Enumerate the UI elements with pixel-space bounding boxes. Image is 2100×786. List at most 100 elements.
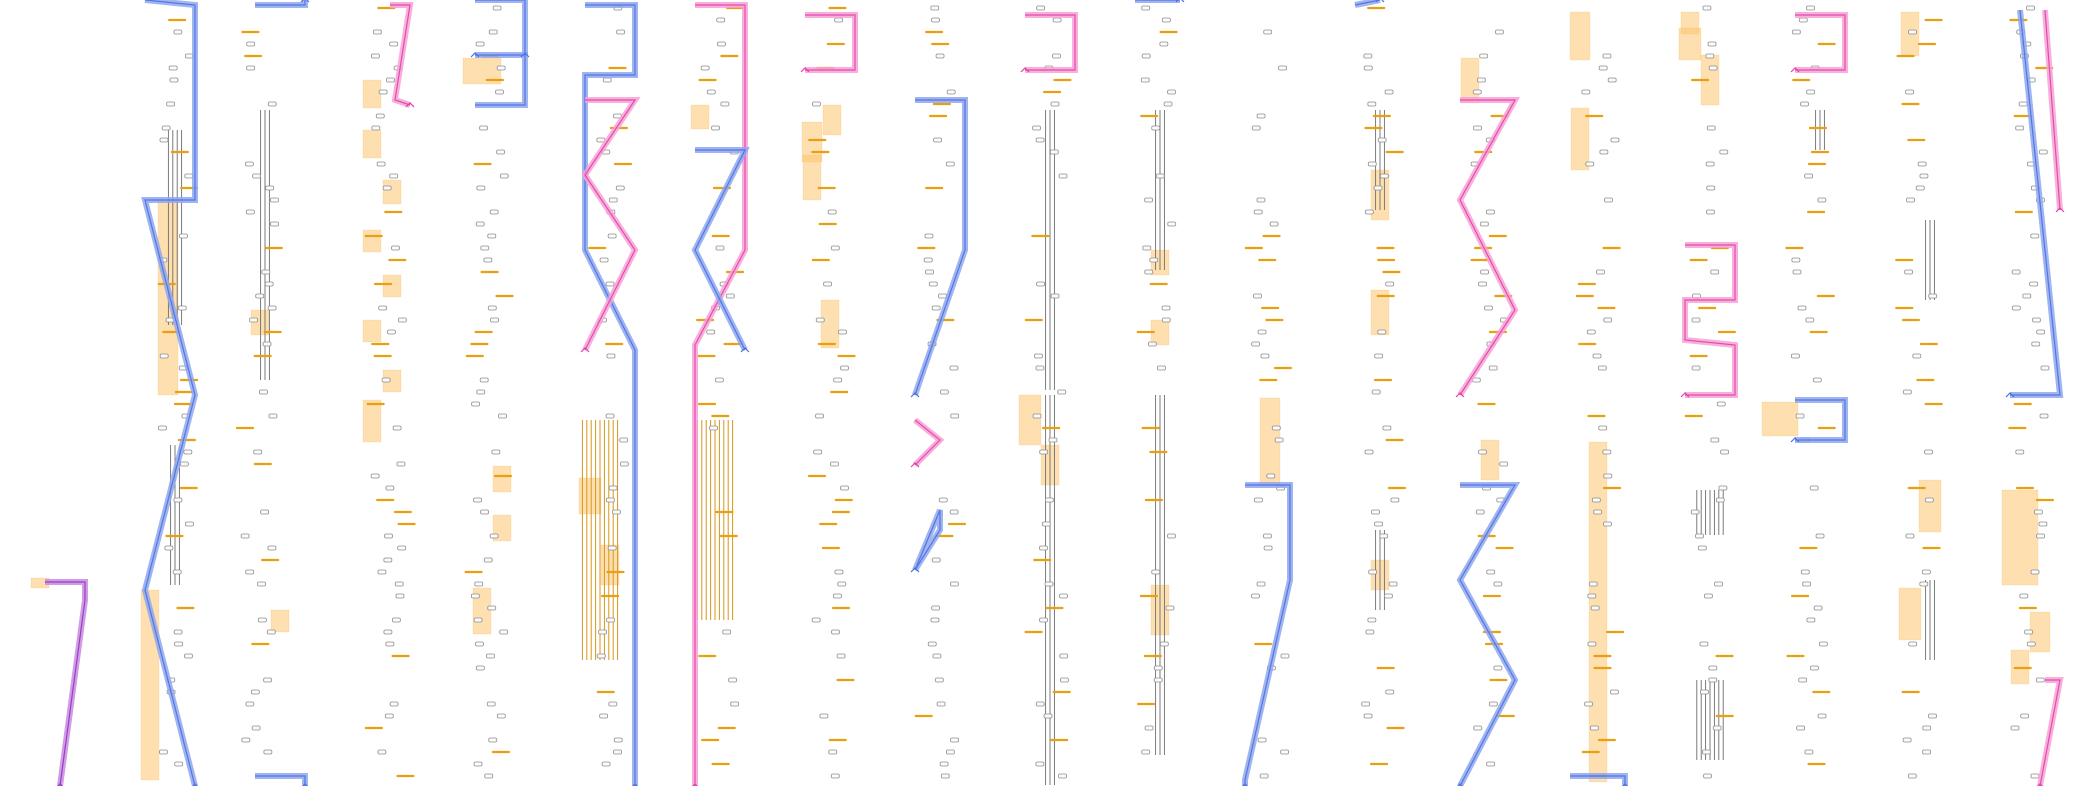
marker-pill [840, 365, 849, 371]
marker-pill [174, 641, 183, 647]
marker-pill [159, 137, 169, 143]
marker-pill [1924, 497, 1934, 503]
marker-pill [830, 245, 840, 251]
marker-pill [720, 101, 730, 107]
route-blue-core [1459, 484, 1517, 786]
marker-pill [499, 629, 509, 635]
marker-pill [270, 197, 279, 203]
marker-pill [1035, 137, 1045, 143]
marker-pill [1059, 593, 1068, 599]
marker-pill [599, 713, 609, 719]
marker-pill [2026, 5, 2035, 11]
marker-pill [1486, 761, 1495, 767]
route-blue-core [1795, 399, 1846, 441]
highlight-block [362, 79, 382, 109]
marker-pill [486, 653, 495, 659]
marker-pill [1149, 257, 1159, 263]
marker-pill [1257, 329, 1267, 335]
marker-pill [613, 737, 623, 743]
marker-pill [1792, 269, 1802, 275]
marker-pill [715, 245, 725, 251]
marker-pill [607, 545, 617, 551]
marker-pill [245, 209, 255, 215]
route-end-caret [632, 783, 638, 786]
marker-pill [253, 449, 263, 455]
marker-pill [1058, 173, 1068, 179]
marker-pill [601, 761, 611, 767]
marker-pill [1144, 197, 1154, 203]
marker-pill [605, 497, 615, 503]
marker-pill [383, 629, 393, 635]
marker-pill [1363, 53, 1373, 59]
marker-pill [931, 305, 941, 311]
marker-layer [157, 5, 2054, 779]
marker-pill [946, 89, 956, 95]
marker-pill [2018, 101, 2028, 107]
marker-pill [387, 329, 396, 335]
marker-pill [1806, 5, 1815, 11]
marker-pill [479, 377, 489, 383]
marker-pill [486, 701, 496, 707]
highlight-block [822, 104, 842, 136]
marker-pill [1697, 545, 1707, 551]
route-end-caret [405, 102, 415, 108]
marker-pill [833, 377, 843, 383]
marker-pill [251, 725, 261, 731]
marker-pill [706, 89, 716, 95]
marker-pill [1147, 341, 1157, 347]
marker-pill [172, 569, 182, 575]
marker-pill [382, 185, 392, 191]
marker-pill [492, 5, 502, 11]
marker-pill [950, 737, 959, 743]
marker-pill [383, 557, 393, 563]
marker-pill [174, 761, 184, 767]
marker-pill [489, 533, 499, 539]
marker-pill [1602, 449, 1612, 455]
marker-pill [1919, 173, 1929, 179]
marker-pill [381, 377, 391, 383]
marker-pill [1256, 113, 1266, 119]
marker-pill [496, 149, 506, 155]
route-end-caret [910, 392, 920, 398]
marker-pill [263, 749, 273, 755]
route-end-caret [1375, 0, 1385, 3]
marker-pill [596, 653, 606, 659]
marker-pill [1798, 677, 1808, 683]
marker-pill [619, 437, 629, 443]
marker-pill [1484, 305, 1493, 311]
marker-pill [1584, 701, 1593, 707]
marker-pill [1591, 497, 1601, 503]
marker-pill [1810, 665, 1819, 671]
marker-pill [1714, 581, 1723, 587]
marker-pill [1478, 449, 1487, 455]
marker-pill [1032, 413, 1042, 419]
marker-pill [715, 377, 724, 383]
marker-pill [1280, 653, 1290, 659]
marker-pill [1592, 353, 1602, 359]
marker-pill [1151, 125, 1161, 131]
marker-pill [1718, 485, 1728, 491]
marker-pill [473, 617, 483, 623]
route-end-caret [910, 567, 920, 573]
marker-pill [1385, 281, 1395, 287]
route-end-caret [1680, 392, 1690, 398]
marker-pill [1251, 341, 1261, 347]
route-pink-core [2044, 9, 2061, 211]
marker-pill [397, 545, 407, 551]
marker-pill [1607, 77, 1617, 83]
marker-pill [1167, 221, 1177, 227]
marker-pill [598, 629, 607, 635]
marker-pill [605, 281, 615, 287]
marker-pill [257, 581, 266, 587]
marker-pill [1700, 689, 1709, 695]
marker-pill [2011, 269, 2021, 275]
marker-pill [185, 521, 194, 527]
marker-pill [1486, 209, 1495, 215]
marker-pill [1819, 641, 1828, 647]
marker-pill [1610, 689, 1619, 695]
marker-pill [371, 125, 381, 131]
marker-pill [1253, 293, 1262, 299]
route-end-caret [1455, 392, 1465, 398]
marker-pill [1598, 65, 1608, 71]
marker-pill [1716, 401, 1726, 407]
